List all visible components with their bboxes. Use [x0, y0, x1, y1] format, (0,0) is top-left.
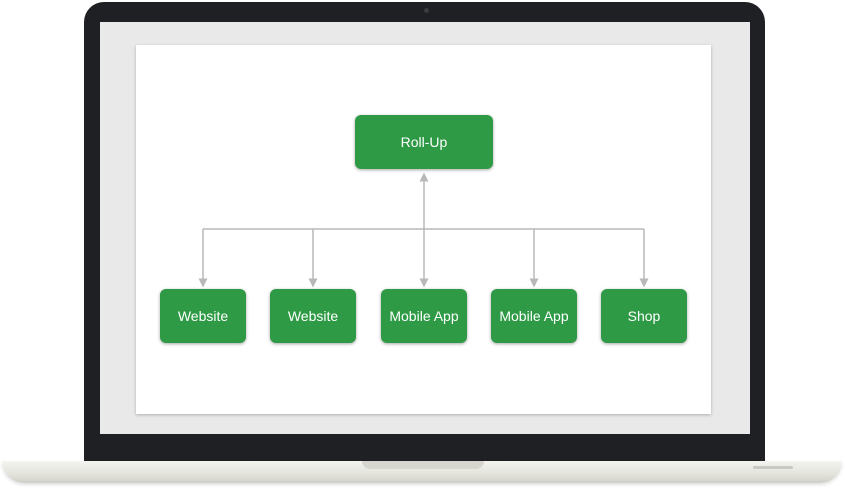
node-website: Website	[270, 289, 356, 343]
laptop-notch	[362, 461, 484, 469]
node-shop: Shop	[601, 289, 687, 343]
node-roll-up: Roll-Up	[355, 115, 493, 169]
node-website: Website	[160, 289, 246, 343]
laptop-base	[2, 461, 842, 483]
camera-icon	[424, 8, 429, 13]
node-mobile-app: Mobile App	[491, 289, 577, 343]
node-mobile-app: Mobile App	[381, 289, 467, 343]
laptop-foot	[753, 466, 793, 469]
